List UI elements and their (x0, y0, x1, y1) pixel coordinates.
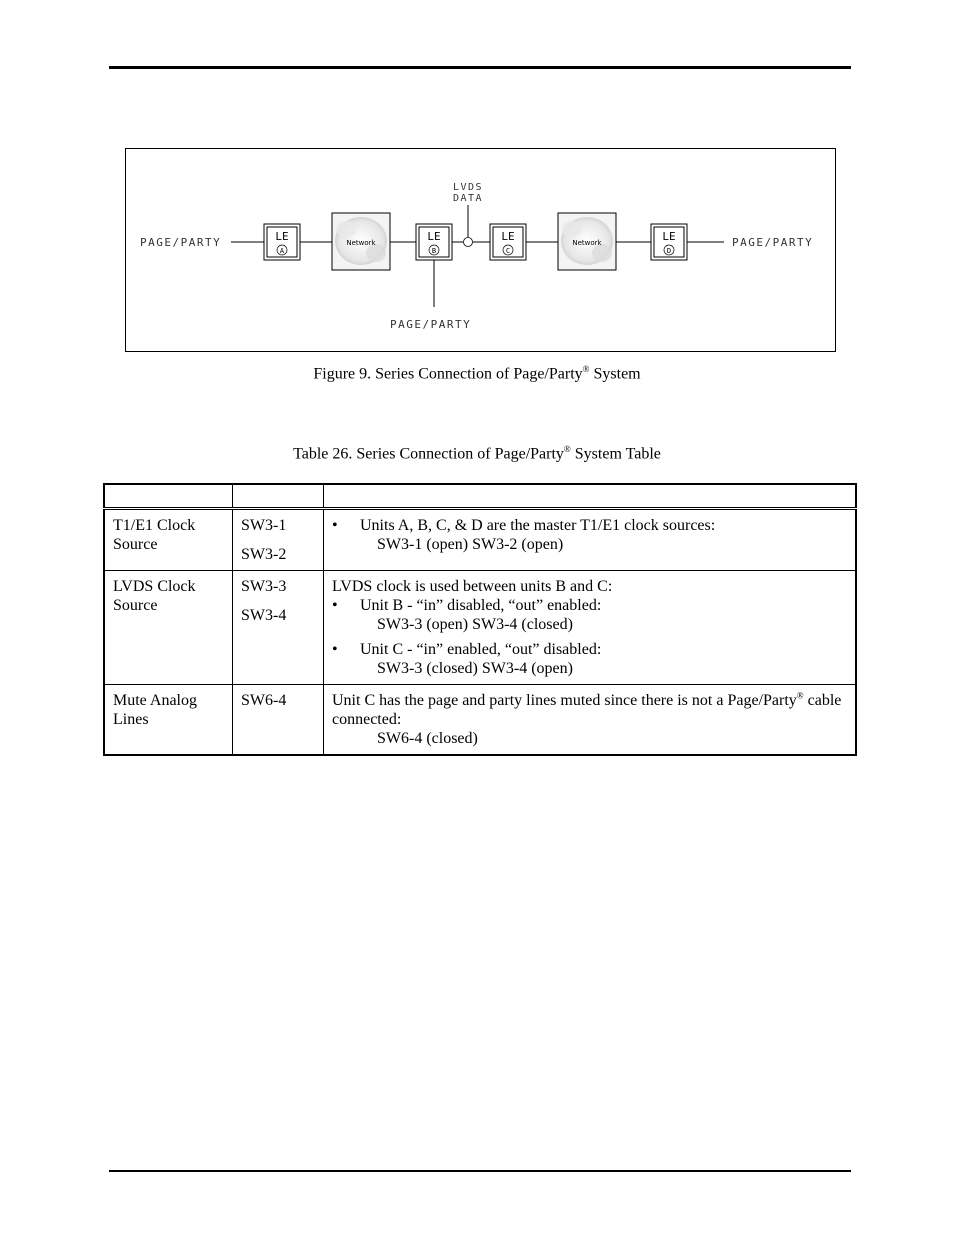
switch-cell: SW3-1 SW3-2 (232, 508, 324, 571)
switch-setting: SW6-4 (closed) (377, 730, 478, 747)
switch-label: SW6-4 (241, 692, 287, 709)
header-cell (232, 483, 324, 510)
switch-setting: SW3-3 (closed) SW3-4 (open) (377, 660, 573, 677)
page-party-right-label: PAGE/PARTY (732, 236, 813, 249)
header-cell (103, 483, 233, 510)
series-connection-figure: PAGE/PARTY LE A Network LE B (125, 148, 836, 352)
table-row: T1/E1 Clock Source SW3-1 SW3-2 •Units A,… (103, 508, 857, 571)
network-cloud-2: Network (557, 212, 617, 271)
feature-cell: Mute Analog Lines (103, 684, 233, 756)
bullet-icon: • (332, 597, 338, 614)
switch-setting: SW3-3 (open) SW3-4 (closed) (377, 616, 573, 633)
header-rule (109, 66, 851, 69)
description-text: Unit C has the page and party lines mute… (332, 690, 842, 728)
footer-rule (109, 1170, 851, 1172)
description-cell: LVDS clock is used between units B and C… (323, 570, 857, 685)
bullet-item: •Units A, B, C, & D are the master T1/E1… (332, 517, 716, 534)
bullet-item: •Unit B - “in” disabled, “out” enabled: (332, 597, 602, 614)
bullet-icon: • (332, 641, 338, 658)
header-cell (323, 483, 857, 510)
le-unit-a: LE A (263, 223, 301, 261)
unit-letter: B (432, 247, 436, 255)
page-party-bottom-label: PAGE/PARTY (390, 318, 471, 331)
table-caption: Table 26. Series Connection of Page/Part… (293, 444, 661, 463)
bullet-icon: • (332, 517, 338, 534)
le-unit-b: LE B (415, 223, 453, 261)
le-label: LE (662, 230, 675, 243)
lvds-junction (463, 237, 473, 247)
switch-setting: SW3-1 (open) SW3-2 (open) (377, 536, 564, 553)
connection-diagram: PAGE/PARTY LE A Network LE B (140, 182, 813, 331)
description-intro: LVDS clock is used between units B and C… (332, 578, 613, 595)
table-row: Mute Analog Lines SW6-4 Unit C has the p… (103, 684, 857, 756)
unit-letter: D (667, 247, 671, 255)
switch-label: SW3-3 (241, 578, 287, 595)
switch-label: SW3-2 (241, 546, 287, 563)
le-label: LE (427, 230, 440, 243)
switch-label: SW3-4 (241, 607, 287, 624)
network-cloud-1: Network (331, 212, 391, 271)
le-label: LE (275, 230, 288, 243)
lvds-label: LVDS (453, 182, 483, 193)
description-cell: •Units A, B, C, & D are the master T1/E1… (323, 508, 857, 571)
data-label: DATA (453, 193, 483, 204)
table-header-row (103, 483, 857, 510)
le-label: LE (501, 230, 514, 243)
table-row: LVDS Clock Source SW3-3 SW3-4 LVDS clock… (103, 570, 857, 685)
feature-cell: LVDS Clock Source (103, 570, 233, 685)
le-unit-c: LE C (489, 223, 527, 261)
switch-cell: SW3-3 SW3-4 (232, 570, 324, 685)
feature-cell: T1/E1 Clock Source (103, 508, 233, 571)
unit-letter: A (280, 247, 285, 255)
figure-caption: Figure 9. Series Connection of Page/Part… (313, 364, 641, 383)
bullet-item: •Unit C - “in” enabled, “out” disabled: (332, 641, 602, 658)
description-cell: Unit C has the page and party lines mute… (323, 684, 857, 756)
network-label: Network (346, 239, 376, 247)
switch-settings-table: T1/E1 Clock Source SW3-1 SW3-2 •Units A,… (103, 483, 857, 756)
switch-cell: SW6-4 (232, 684, 324, 756)
switch-label: SW3-1 (241, 517, 287, 534)
le-unit-d: LE D (650, 223, 688, 261)
unit-letter: C (506, 247, 510, 255)
network-label: Network (572, 239, 602, 247)
page-party-left-label: PAGE/PARTY (140, 236, 221, 249)
